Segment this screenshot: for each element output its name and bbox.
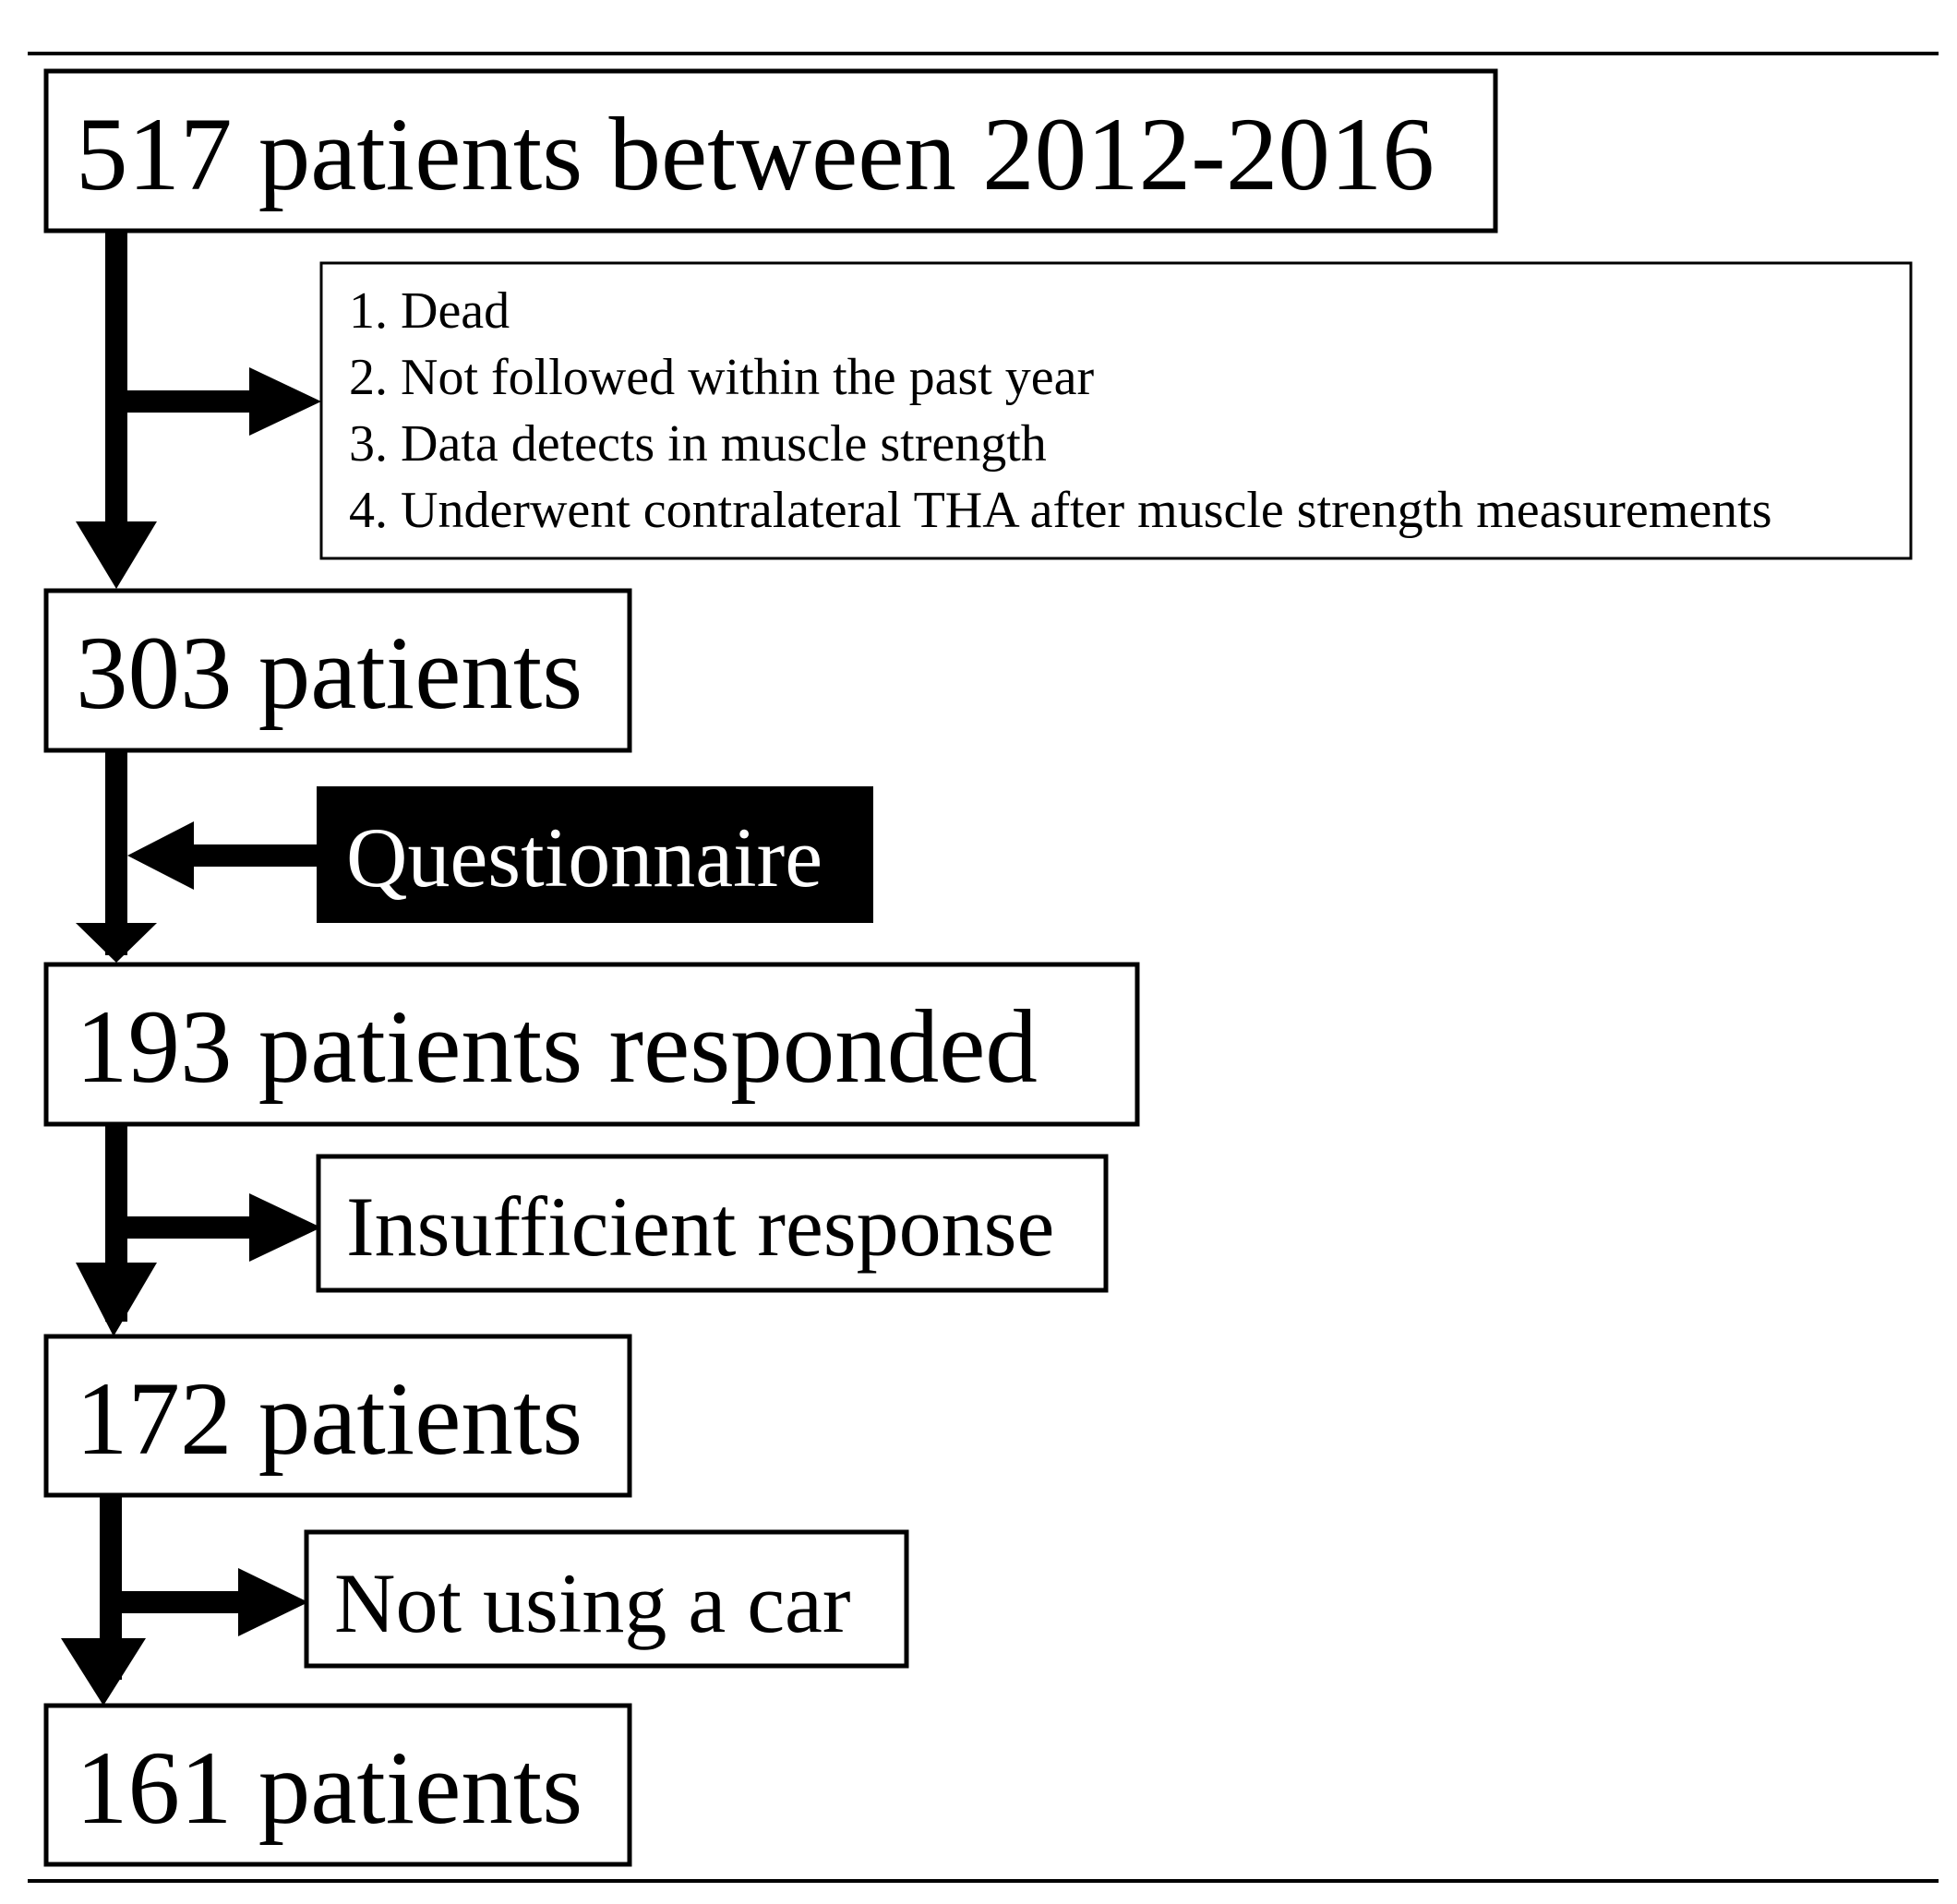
exclusion2-arrow [127,1193,321,1262]
stage3-label: 193 patients responded [76,989,1038,1105]
stage2-label: 303 patients [76,616,582,731]
exclusion1-arrow [127,367,321,436]
questionnaire-arrow [127,821,318,890]
stage5-box: 161 patients [43,1703,632,1867]
exclusion3-arrow [122,1568,308,1636]
stage1-label: 517 patients between 2012-2016 [76,97,1435,212]
exclusion1-item-3: 3. Data detects in muscle strength [349,415,1047,473]
exclusion2-box: Insufficient response [316,1154,1109,1293]
questionnaire-box: Questionnaire [317,786,873,923]
exclusion1-item-1: 1. Dead [349,282,510,340]
exclusion3-label: Not using a car [334,1556,851,1650]
exclusion1-item-4: 4. Underwent contralateral THA after mus… [349,482,1772,539]
stage4-label: 172 patients [76,1361,582,1477]
stage2-box: 303 patients [43,588,632,753]
exclusion2-label: Insufficient response [346,1180,1054,1274]
trunk-arrows [61,231,157,1706]
exclusion1-box: 1. Dead 2. Not followed within the past … [319,261,1913,560]
exclusion1-item-2: 2. Not followed within the past year [349,349,1095,406]
stage4-box: 172 patients [43,1334,632,1498]
stage5-label: 161 patients [76,1730,582,1846]
stage3-box: 193 patients responded [43,962,1140,1127]
exclusion3-box: Not using a car [304,1529,909,1669]
questionnaire-label: Questionnaire [346,810,822,904]
stage1-box: 517 patients between 2012-2016 [43,68,1498,234]
